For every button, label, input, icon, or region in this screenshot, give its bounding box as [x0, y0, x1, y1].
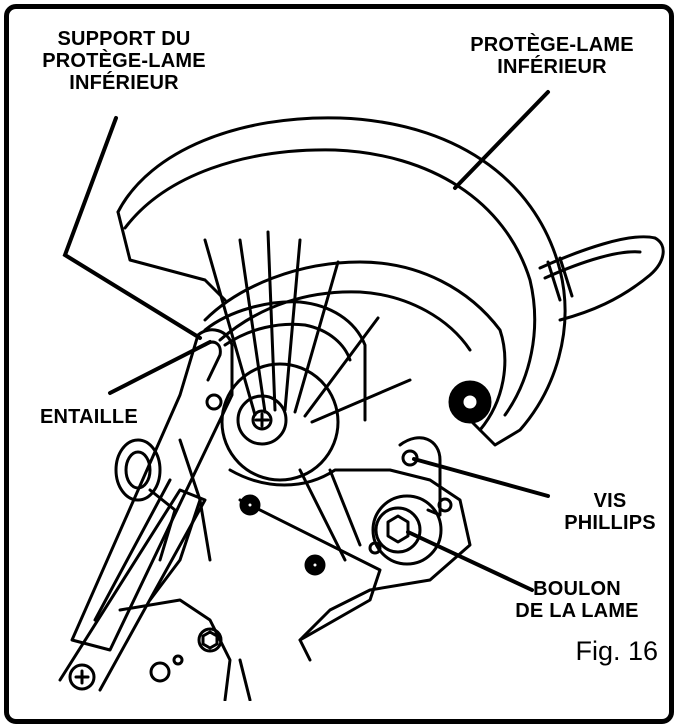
hub-bolt [251, 409, 273, 431]
handle-detail [543, 250, 642, 280]
base-plate [118, 598, 232, 701]
support-arc-inner [223, 322, 352, 362]
lower-guard-inner [218, 290, 472, 352]
leader-notch [108, 340, 212, 395]
leader-support [62, 116, 202, 340]
arm-screw [205, 393, 223, 411]
screw-left-core [245, 500, 255, 510]
support-arc [203, 300, 367, 422]
hub-cross [254, 412, 270, 428]
housing-screw-2 [437, 497, 453, 513]
handle-grip-1 [546, 260, 562, 302]
left-body-2 [198, 498, 212, 562]
blade-spoke-1 [203, 238, 257, 417]
base-screw [149, 661, 171, 683]
upper-guard-outline [116, 116, 567, 447]
handle-grip-2 [558, 256, 574, 298]
support-arm [70, 328, 234, 652]
leader-screw [412, 457, 550, 498]
blade-spoke-6 [303, 316, 380, 418]
label-support-du-protege-lame-inferieur: SUPPORT DU PROTÈGE-LAME INFÉRIEUR [42, 28, 206, 94]
base-edge [238, 658, 252, 701]
blade-spoke-7 [310, 378, 412, 424]
housing-panel [238, 498, 382, 642]
guard-left-lip [116, 210, 227, 302]
arm-bottom-screw [68, 663, 96, 691]
blade-bolt-ring [374, 506, 422, 554]
blade-spoke-5 [293, 260, 340, 414]
bevel-knob [114, 438, 162, 502]
label-entaille: ENTAILLE [40, 406, 138, 428]
figure-frame [4, 4, 674, 724]
arm-bottom-cross [74, 669, 90, 685]
blade-bolt-washer [371, 494, 443, 566]
bevel-knob-inner [124, 450, 152, 490]
base-screw-2 [172, 654, 184, 666]
bevel-knob-stem [148, 488, 177, 562]
upper-guard-inner [123, 148, 537, 417]
handle-body [538, 235, 665, 322]
hub-inner [236, 394, 288, 446]
base-nut-hex [201, 630, 219, 650]
figure-diagram: SUPPORT DU PROTÈGE-LAME INFÉRIEUR PROTÈG… [4, 4, 674, 724]
blade-bolt-hex [386, 514, 410, 544]
blade-spoke-2 [238, 238, 267, 414]
lower-guard-outer [203, 260, 507, 432]
label-boulon-de-la-lame: BOULON DE LA LAME [515, 578, 639, 622]
left-body [148, 438, 202, 602]
blade-bolt-small [368, 541, 382, 555]
screw-bracket [398, 436, 442, 517]
label-protege-lame-inferieur: PROTÈGE-LAME INFÉRIEUR [470, 34, 634, 78]
saw-illustration [58, 90, 665, 701]
housing-screw-1-core [310, 560, 320, 570]
leader-guard [453, 90, 550, 190]
leader-bolt [406, 530, 534, 592]
label-vis-phillips: VIS PHILLIPS [564, 490, 656, 534]
housing-rib [298, 468, 347, 562]
hub-outer [220, 362, 340, 482]
housing-rib-2 [328, 468, 362, 547]
motor-housing [228, 468, 472, 662]
figure-caption: Fig. 16 [575, 636, 658, 666]
base-nut [197, 627, 223, 653]
blade-spoke-3 [266, 230, 277, 412]
pivot-bolt [460, 392, 480, 412]
link-arm-bar [93, 478, 172, 622]
